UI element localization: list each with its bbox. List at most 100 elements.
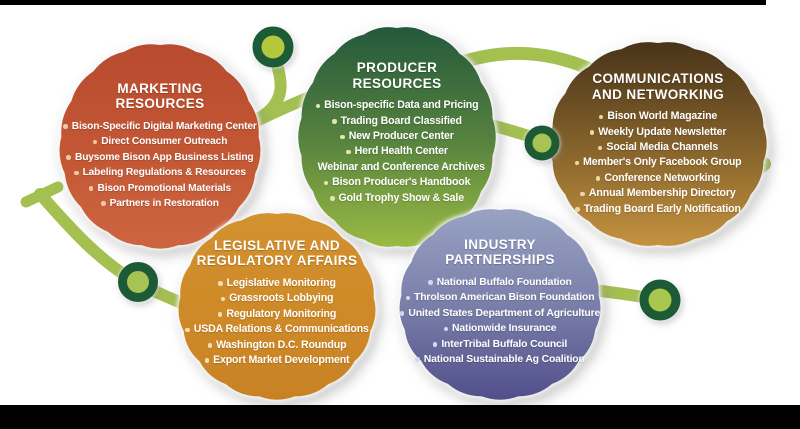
bullet-dot xyxy=(217,312,223,317)
list-item: Bison Promotional Materials xyxy=(88,181,231,196)
list-item: Washington D.C. Roundup xyxy=(207,338,347,353)
bullet-dot xyxy=(66,155,71,160)
bullet-dot xyxy=(415,357,420,362)
bullet-dot xyxy=(101,201,106,206)
list-item-label: Nationwide Insurance xyxy=(452,323,557,335)
list-item: Bison-Specific Digital Marketing Center xyxy=(63,119,257,134)
bullet-dot xyxy=(428,280,433,285)
bullet-dot xyxy=(595,176,601,181)
list-item-label: Gold Trophy Show & Sale xyxy=(338,191,465,204)
list-item: Throlson American Bison Foundation xyxy=(405,290,595,305)
list-item-label: United States Department of Agriculture xyxy=(408,307,601,319)
bullet-dot xyxy=(432,342,438,347)
bullet-dot xyxy=(598,114,604,120)
list-item-label: Bison-Specific Digital Marketing Center xyxy=(71,120,257,132)
list-item-label: Bison-specific Data and Pricing xyxy=(324,99,479,112)
list-item: Conference Networking xyxy=(595,171,721,186)
list-item-label: Bison World Magazine xyxy=(607,110,718,123)
list-item-label: Webinar and Conference Archives xyxy=(317,160,485,173)
bullet-dot xyxy=(405,295,411,301)
list-item-label: Export Market Development xyxy=(213,353,350,366)
bullet-dot xyxy=(88,186,94,191)
bullet-dot xyxy=(575,207,580,212)
bullet-dot xyxy=(589,130,595,135)
list-item: Herd Health Center xyxy=(346,144,448,159)
list-item-label: Direct Consumer Outreach xyxy=(101,136,228,148)
bullet-dot xyxy=(332,119,337,124)
circle-title-legislative: LEGISLATIVE AND REGULATORY AFFAIRS xyxy=(196,237,358,269)
list-item-label: Social Media Channels xyxy=(606,141,719,154)
list-item-label: New Producer Center xyxy=(348,130,454,143)
circle-communications: COMMUNICATIONS AND NETWORKING Bison Worl… xyxy=(540,46,776,242)
list-item: National Buffalo Foundation xyxy=(428,275,572,290)
list-item: Trading Board Classified xyxy=(332,114,462,129)
circle-title-producer: PRODUCER RESOURCES xyxy=(352,59,442,91)
list-item-label: InterTribal Buffalo Council xyxy=(441,338,568,350)
bullet-dot xyxy=(323,180,329,186)
bullet-dot xyxy=(74,170,79,176)
list-item-label: Conference Networking xyxy=(604,171,721,184)
list-item: Grassroots Lobbying xyxy=(220,291,334,306)
bullet-dot xyxy=(580,191,585,197)
list-item: Export Market Development xyxy=(204,353,350,368)
bullet-dot xyxy=(185,327,190,333)
circle-title-marketing: MARKETING RESOURCES xyxy=(115,80,205,112)
bottom-black-bar xyxy=(0,405,800,429)
bullet-dot xyxy=(346,149,351,155)
list-item: New Producer Center xyxy=(340,129,454,144)
list-item-label: Washington D.C. Roundup xyxy=(216,338,347,351)
circle-industry: INDUSTRY PARTNERSHIPS National Buffalo F… xyxy=(382,208,618,396)
list-item-label: Bison Promotional Materials xyxy=(97,182,231,194)
top-black-bar xyxy=(0,0,766,5)
list-item-label: Throlson American Bison Foundation xyxy=(414,292,595,304)
list-item: Direct Consumer Outreach xyxy=(92,134,228,149)
bullet-dot xyxy=(207,343,213,348)
circle-title-industry: INDUSTRY PARTNERSHIPS xyxy=(445,236,555,268)
list-item: Gold Trophy Show & Sale xyxy=(330,191,464,206)
bullet-dot xyxy=(315,103,321,109)
list-item: InterTribal Buffalo Council xyxy=(432,337,568,352)
bullet-dot xyxy=(340,134,345,139)
list-item-label: Bison Producer's Handbook xyxy=(332,176,471,189)
list-item-label: Buysome Bison App Business Listing xyxy=(74,151,254,163)
list-item: Annual Membership Directory xyxy=(580,186,736,201)
list-item: Labeling Regulations & Resources xyxy=(74,165,246,180)
bullet-dot xyxy=(597,145,603,150)
bullet-dot xyxy=(63,124,68,129)
list-item-label: Member's Only Facebook Group xyxy=(583,156,742,169)
list-item-label: National Sustainable Ag Coalition xyxy=(423,353,585,365)
list-item: Trading Board Early Notification xyxy=(575,202,741,217)
list-item-label: Trading Board Early Notification xyxy=(583,202,741,215)
list-item-label: National Buffalo Foundation xyxy=(436,276,572,288)
list-item: Bison Producer's Handbook xyxy=(323,175,471,190)
bullet-dot xyxy=(92,139,98,145)
bullet-dot xyxy=(574,160,580,166)
list-item: Bison World Magazine xyxy=(598,109,718,124)
list-item: Bison-specific Data and Pricing xyxy=(315,98,479,113)
list-item: Legislative Monitoring xyxy=(218,276,336,291)
circle-title-communications: COMMUNICATIONS AND NETWORKING xyxy=(591,70,725,102)
list-item: Weekly Update Newsletter xyxy=(589,125,726,140)
list-item: United States Department of Agriculture xyxy=(399,306,601,321)
circle-legislative: LEGISLATIVE AND REGULATORY AFFAIRS Legis… xyxy=(159,210,395,396)
list-item-label: Grassroots Lobbying xyxy=(229,292,334,305)
list-item: Regulatory Monitoring xyxy=(217,307,336,322)
bullet-dot xyxy=(399,311,405,316)
bullet-dot xyxy=(204,358,210,363)
list-item: Nationwide Insurance xyxy=(443,321,557,336)
list-item-label: Annual Membership Directory xyxy=(588,187,736,200)
list-item-label: USDA Relations & Communications xyxy=(193,323,369,336)
list-item-label: Legislative Monitoring xyxy=(226,276,336,289)
bullet-dot xyxy=(220,296,226,302)
bullet-dot xyxy=(218,281,223,286)
list-item: Member's Only Facebook Group xyxy=(574,155,742,170)
